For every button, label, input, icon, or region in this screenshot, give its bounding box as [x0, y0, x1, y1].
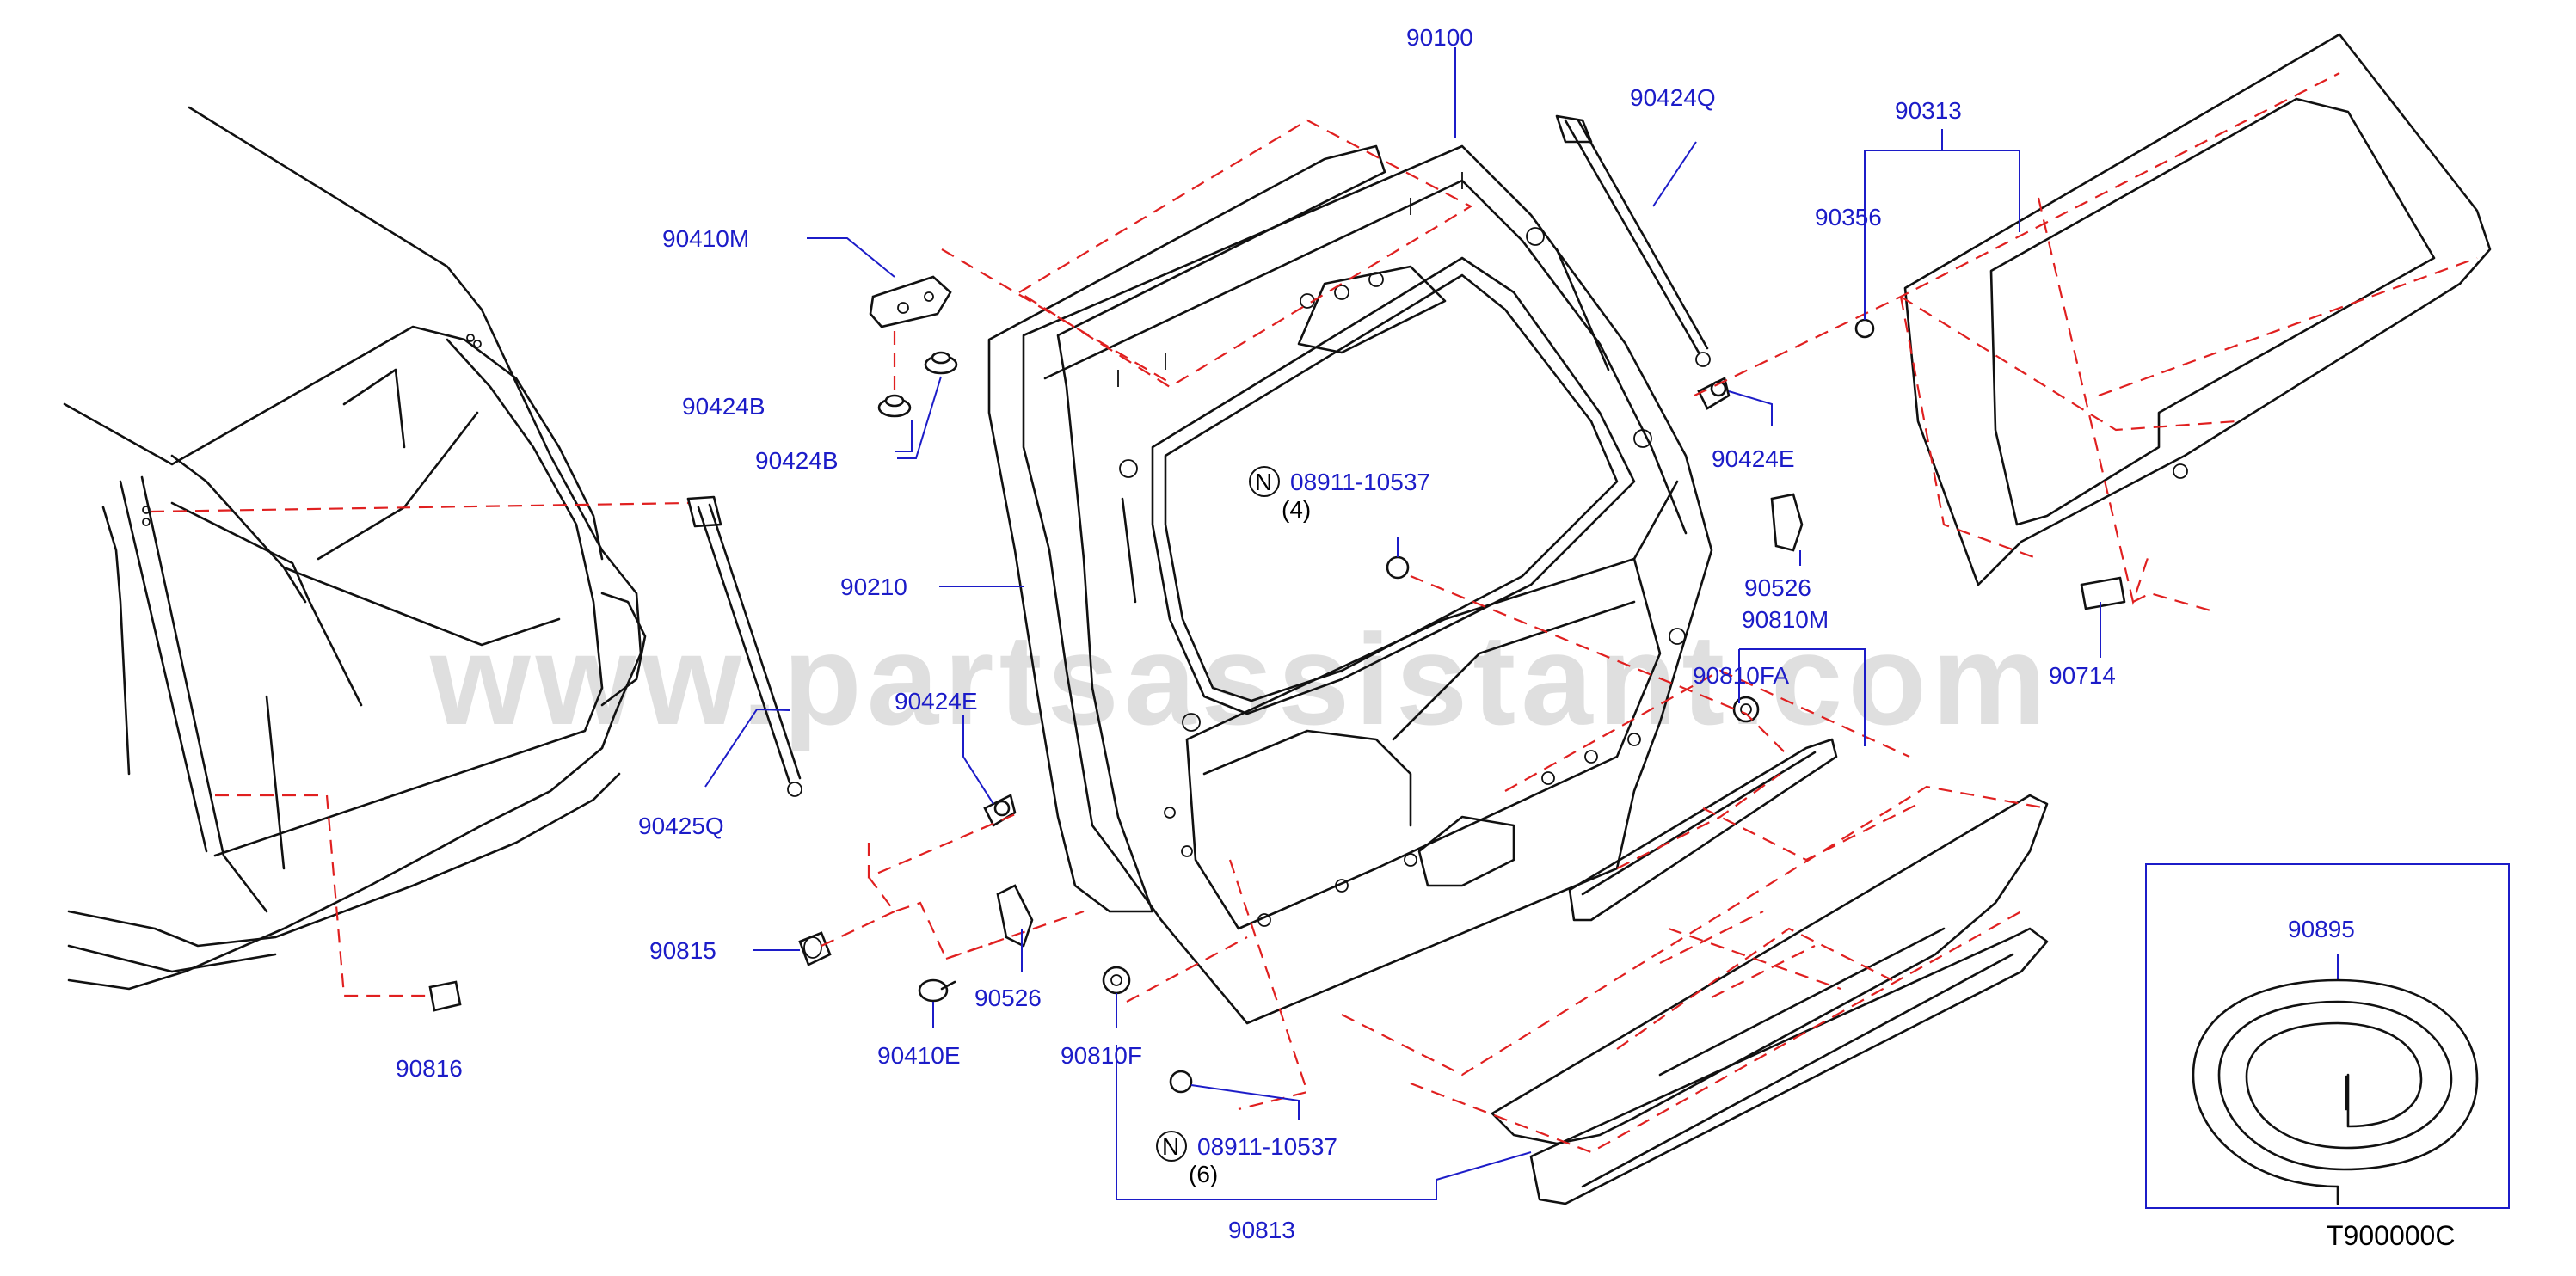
label-90810M[interactable]: 90810M [1742, 606, 1829, 633]
ball-joint-90424E-right [1697, 377, 1731, 410]
weatherstrip-coil [2192, 978, 2479, 1205]
back-door-stay-left [686, 495, 802, 797]
bolt-90410E [918, 978, 956, 1003]
label-90895[interactable]: 90895 [2288, 916, 2355, 942]
hinge-90410M [869, 275, 952, 328]
label-90424B-b[interactable]: 90424B [755, 447, 839, 474]
label-90424Q[interactable]: 90424Q [1630, 84, 1716, 111]
label-90815[interactable]: 90815 [649, 937, 716, 964]
label-90356[interactable]: 90356 [1815, 204, 1882, 230]
watermark: www.partsassistant.com [429, 607, 2051, 751]
label-90424E-right[interactable]: 90424E [1712, 445, 1795, 472]
label-90425Q[interactable]: 90425Q [638, 813, 724, 839]
assembly-lines [150, 72, 2478, 1154]
qty-6: (6) [1189, 1161, 1218, 1187]
bracket-90526-right [1770, 493, 1804, 552]
nut-symbol-top-letter: N [1255, 469, 1272, 495]
label-90813[interactable]: 90813 [1228, 1217, 1295, 1243]
back-door-garnish-upper [1568, 738, 1838, 922]
bracket-90526-left [996, 884, 1034, 948]
bushing-90424B-a [877, 394, 912, 418]
qty-4: (4) [1282, 496, 1311, 523]
label-90526-left[interactable]: 90526 [974, 985, 1042, 1011]
label-90210[interactable]: 90210 [840, 574, 907, 600]
back-door-finisher [1491, 794, 2049, 1205]
nut-bottom [1169, 1070, 1193, 1094]
inset-box-90895 [2145, 863, 2510, 1209]
nut-symbol-bottom-letter: N [1162, 1133, 1179, 1160]
cap-90816 [428, 980, 462, 1012]
label-08911-10537-bottom[interactable]: 08911-10537 [1197, 1133, 1337, 1160]
part-labels: 90100 90424Q 90313 90356 90410M 90424B 9… [396, 24, 2355, 1243]
leader-lines [704, 47, 2339, 1200]
label-90410M[interactable]: 90410M [662, 225, 749, 252]
ball-joint-90424E-left [983, 794, 1017, 827]
drawing-code: T900000C [2327, 1220, 2455, 1251]
bumper-90815 [798, 931, 832, 966]
label-90424B-a[interactable]: 90424B [682, 393, 765, 420]
bushing-90424B-b [924, 351, 958, 375]
label-90810F[interactable]: 90810F [1061, 1042, 1142, 1069]
label-90526-right[interactable]: 90526 [1744, 574, 1811, 601]
nut-top [1386, 555, 1410, 580]
nut-symbol-top [1249, 466, 1280, 497]
label-90714[interactable]: 90714 [2049, 662, 2116, 689]
back-door-panel [987, 144, 1713, 1025]
vehicle-body-rear [63, 106, 647, 991]
grommet-90356 [1854, 318, 1875, 339]
label-90816[interactable]: 90816 [396, 1055, 463, 1082]
label-90810FA[interactable]: 90810FA [1693, 662, 1789, 689]
label-90313[interactable]: 90313 [1895, 97, 1962, 124]
clip-90810F [1102, 966, 1131, 995]
label-90424E-left[interactable]: 90424E [895, 688, 978, 715]
nut-symbol-bottom [1156, 1131, 1187, 1162]
clip-90810FA [1732, 696, 1760, 723]
label-90410E[interactable]: 90410E [877, 1042, 961, 1069]
back-door-stay-right [1555, 114, 1711, 367]
label-08911-10537-top[interactable]: 08911-10537 [1290, 469, 1430, 495]
rear-window-glass [1903, 33, 2492, 610]
label-90100[interactable]: 90100 [1406, 24, 1473, 51]
